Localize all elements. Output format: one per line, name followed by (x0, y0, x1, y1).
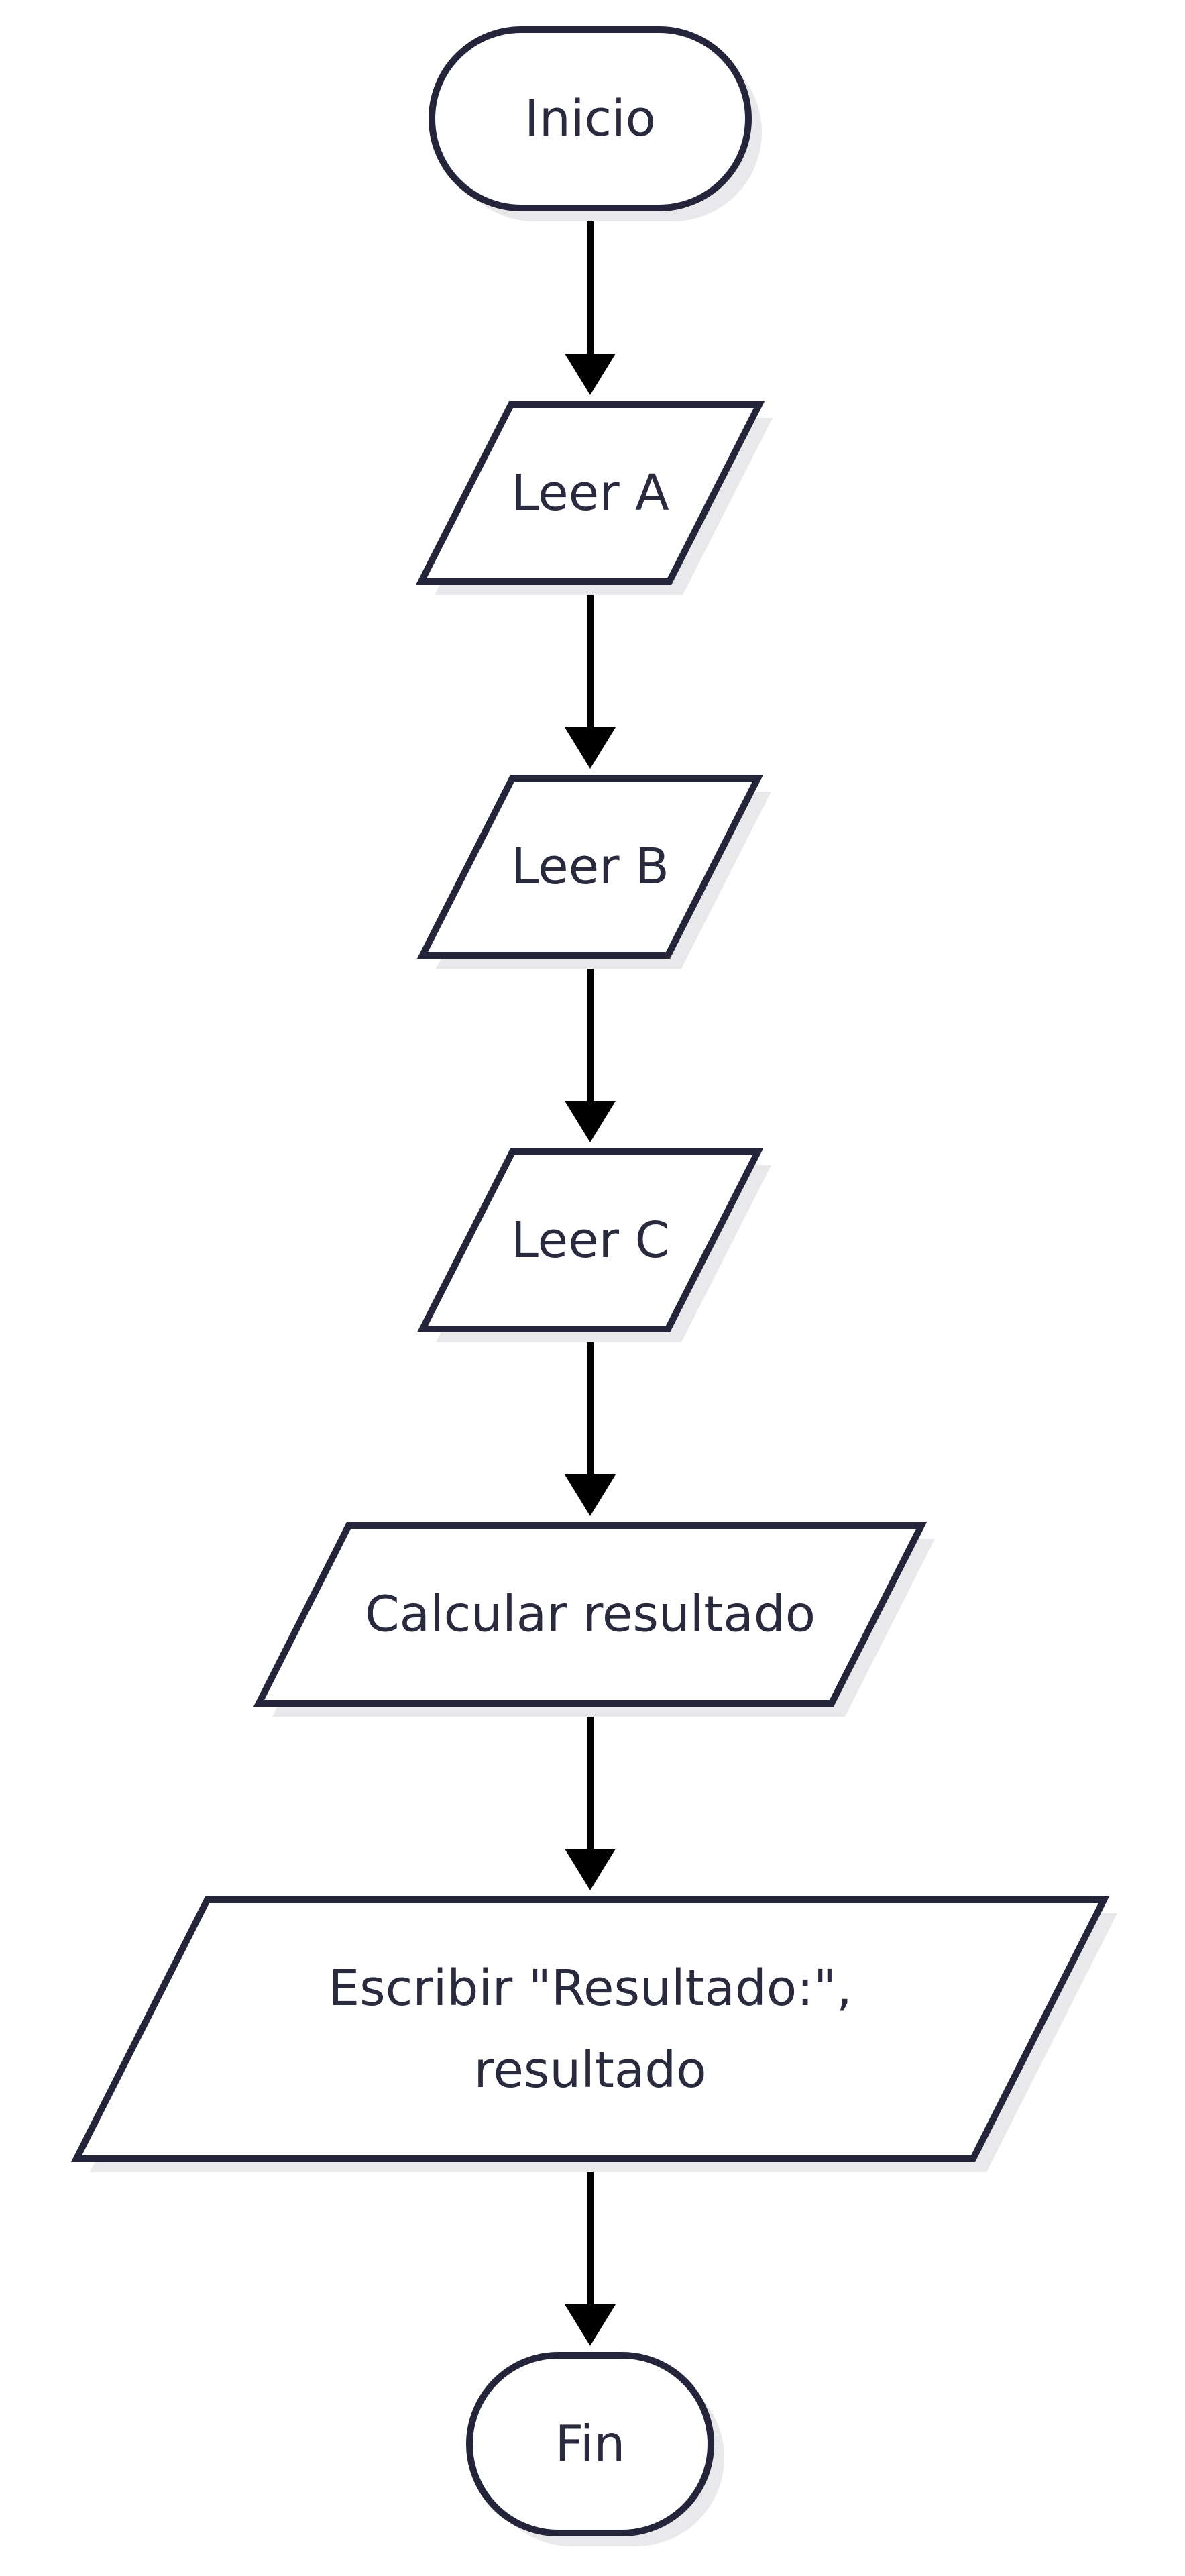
node-label: Calcular resultado (365, 1586, 815, 1644)
io-shape (416, 775, 764, 959)
io-shape (253, 1522, 927, 1707)
io-shape (416, 1148, 764, 1332)
edge-inicio-to-leer-a (565, 208, 616, 395)
terminal-shape (429, 26, 752, 211)
edge-leer-a-to-leer-b (565, 582, 616, 769)
io-shape (415, 401, 765, 585)
arrowhead-icon (565, 1101, 616, 1142)
edge-calcular-to-escribir (565, 1703, 616, 1890)
edge-escribir-to-fin (565, 2159, 616, 2346)
edges-layer (565, 208, 616, 2346)
edge-leer-c-to-calcular (565, 1329, 616, 1516)
node-inicio: Inicio (429, 26, 762, 221)
arrowhead-icon (565, 1474, 616, 1516)
node-label: Inicio (524, 90, 656, 148)
io-shape (70, 1896, 1110, 2162)
node-fin: Fin (466, 2352, 724, 2546)
node-label: Escribir "Resultado:", (328, 1960, 852, 2017)
node-escribir: Escribir "Resultado:", resultado (70, 1896, 1117, 2172)
node-calcular: Calcular resultado (253, 1522, 935, 1717)
arrowhead-icon (565, 354, 616, 395)
arrowhead-icon (565, 1849, 616, 1890)
node-label: Fin (555, 2416, 626, 2473)
node-label: Leer C (511, 1212, 670, 1269)
arrowhead-icon (565, 727, 616, 769)
node-label: resultado (474, 2041, 707, 2099)
edge-leer-b-to-leer-c (565, 955, 616, 1142)
node-leer-b: Leer B (416, 775, 771, 969)
node-leer-a: Leer A (415, 401, 773, 595)
arrowhead-icon (565, 2304, 616, 2346)
node-leer-c: Leer C (416, 1148, 771, 1342)
node-label: Leer A (511, 464, 669, 522)
terminal-shape (466, 2352, 714, 2536)
node-label: Leer B (511, 838, 669, 896)
